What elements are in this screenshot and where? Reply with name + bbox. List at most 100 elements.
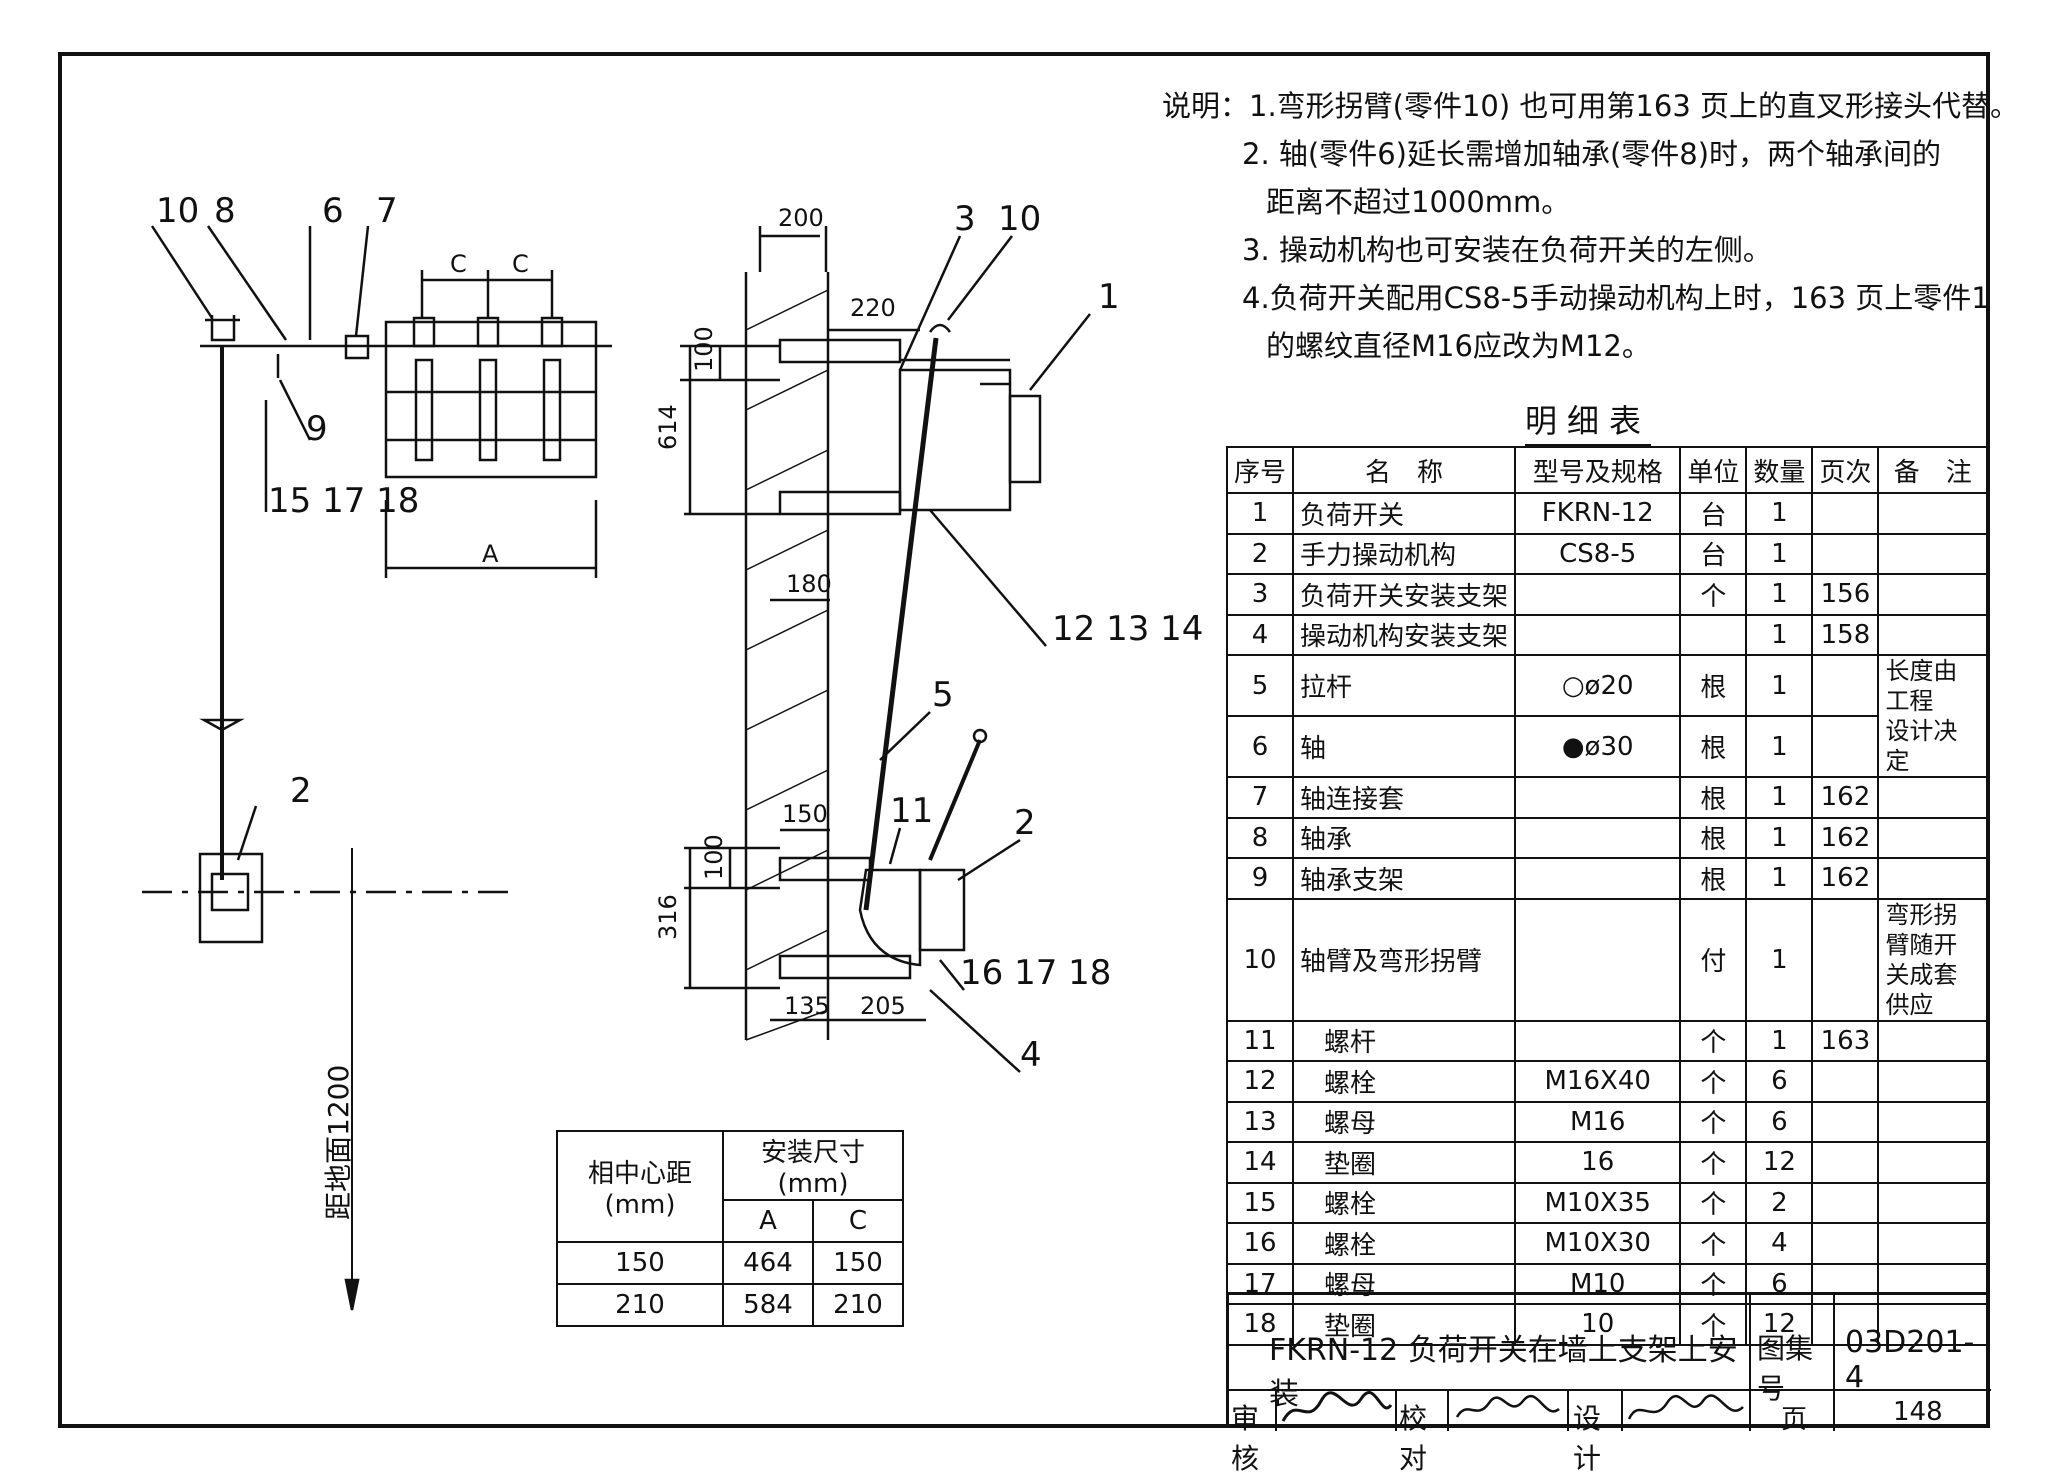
bom-cell: 轴臂及弯形拐臂 [1292, 897, 1517, 1022]
bom-cell: 4 [1745, 1222, 1814, 1265]
bom-cell: M10X35 [1514, 1181, 1682, 1224]
bom-cell: 16 [1514, 1141, 1682, 1184]
bom-index-cell: 14 [1225, 1141, 1295, 1184]
bom-cell: 负荷开关安装支架 [1292, 573, 1517, 616]
label-8: 8 [214, 191, 236, 231]
bom-cell: 10 [1514, 1303, 1682, 1346]
bom-cell: 个 [1679, 1303, 1748, 1346]
bom-index-cell: 13 [1225, 1100, 1295, 1143]
bom-title: 明细表 [1525, 396, 1652, 447]
drawing-frame [58, 52, 1990, 1428]
bom-cell [1811, 654, 1880, 717]
dim-c-1: C [450, 250, 467, 278]
dim-col-c: C [812, 1199, 904, 1243]
bom-header-cell: 序号 [1225, 446, 1295, 494]
remark-line: 设计决定 [1885, 717, 1958, 775]
note-line-3: 距离不超过1000mm。 [1266, 185, 1571, 219]
dim-316: 316 [654, 894, 682, 940]
bom-cell: 1 [1745, 897, 1814, 1022]
bom-cell: 长度由工程设计决定 [1877, 654, 1988, 778]
bom-index-cell: 3 [1225, 573, 1295, 616]
dim-150: 150 [782, 800, 828, 828]
bom-cell: 个 [1679, 1060, 1748, 1103]
bom-cell: 162 [1811, 816, 1880, 859]
bom-cell [1514, 776, 1682, 819]
bom-cell: 根 [1679, 715, 1748, 778]
dim-180: 180 [786, 570, 832, 598]
dim-left-header: 相中心距(mm) [556, 1130, 724, 1243]
bom-cell: FKRN-12 [1514, 492, 1682, 535]
bom-cell [1811, 532, 1880, 575]
bom-cell: 操动机构安装支架 [1292, 613, 1517, 656]
bom-cell [1811, 492, 1880, 535]
atlas-label: 图集号 [1751, 1295, 1835, 1405]
bom-cell: 个 [1679, 1100, 1748, 1143]
bom-index-cell: 10 [1225, 897, 1295, 1022]
bom-index-cell: 11 [1225, 1019, 1295, 1062]
bom-index-cell: 9 [1225, 857, 1295, 900]
dim-100-top: 100 [690, 326, 718, 372]
bom-cell: 1 [1745, 857, 1814, 900]
dim-200: 200 [778, 204, 824, 232]
dim-cell: 464 [722, 1241, 814, 1285]
bom-cell: M10X30 [1514, 1222, 1682, 1265]
bom-cell [1811, 715, 1880, 778]
check-signature [1449, 1391, 1569, 1431]
note-line-1: 说明：1.弯形拐臂(零件10) 也可用第163 页上的直叉形接头代替。 [1162, 89, 2019, 123]
bom-cell [1514, 1019, 1682, 1062]
drawing-title: FKRN-12 负荷开关在墙上支架上安装 [1229, 1295, 1751, 1412]
bom-header-cell: 数量 [1745, 446, 1814, 494]
bom-cell: 1 [1745, 492, 1814, 535]
bom-cell [1877, 1141, 1988, 1184]
bom-cell: 162 [1811, 776, 1880, 819]
bom-cell: 个 [1679, 1019, 1748, 1062]
note-line-4: 3. 操动机构也可安装在负荷开关的左侧。 [1242, 233, 1772, 267]
bom-cell [1811, 897, 1880, 1022]
bom-index-cell: 8 [1225, 816, 1295, 859]
note-line-2: 2. 轴(零件6)延长需增加轴承(零件8)时，两个轴承间的 [1242, 137, 1942, 171]
dim-c-2: C [512, 250, 529, 278]
bom-cell: 6 [1745, 1060, 1814, 1103]
design-signature [1623, 1391, 1751, 1431]
notes: 说明：1.弯形拐臂(零件10) 也可用第163 页上的直叉形接头代替。 2. 轴… [1162, 82, 2019, 370]
bom-cell [1679, 613, 1748, 656]
bom-cell [1877, 1019, 1988, 1062]
label-15-17-18: 15 17 18 [268, 481, 419, 521]
label-11: 11 [890, 791, 933, 831]
bom-cell: 1 [1745, 532, 1814, 575]
check-label: 校对 [1397, 1391, 1449, 1475]
bom-cell [1811, 1060, 1880, 1103]
bom-cell: ○ø20 [1514, 654, 1682, 717]
bom-cell: 螺杆 [1292, 1019, 1517, 1062]
bom-cell: 轴承支架 [1292, 857, 1517, 900]
bom-cell: 台 [1679, 532, 1748, 575]
bom-index-cell: 15 [1225, 1181, 1295, 1224]
title-block: FKRN-12 负荷开关在墙上支架上安装 图集号 03D201-4 审核 校对 … [1226, 1292, 1991, 1475]
installation-dimension-table: 相中心距(mm) 安装尺寸(mm) A C 150 464 150 210 58… [556, 1130, 904, 1327]
bom-cell: 6 [1745, 1262, 1814, 1305]
label-2-side: 2 [1014, 803, 1036, 843]
bom-cell: 螺栓 [1292, 1060, 1517, 1103]
bom-cell [1514, 573, 1682, 616]
dim-a: A [482, 540, 499, 568]
label-7: 7 [376, 191, 398, 231]
bom-cell: 根 [1679, 654, 1748, 717]
bom-cell: 163 [1811, 1019, 1880, 1062]
bom-cell: 1 [1745, 613, 1814, 656]
bom-cell [1514, 816, 1682, 859]
bom-cell [1877, 1222, 1988, 1265]
bom-cell: 2 [1745, 1181, 1814, 1224]
bom-cell [1811, 1222, 1880, 1265]
bom-index-cell: 2 [1225, 532, 1295, 575]
bom-cell [1514, 897, 1682, 1022]
bom-index-cell: 18 [1225, 1303, 1295, 1346]
